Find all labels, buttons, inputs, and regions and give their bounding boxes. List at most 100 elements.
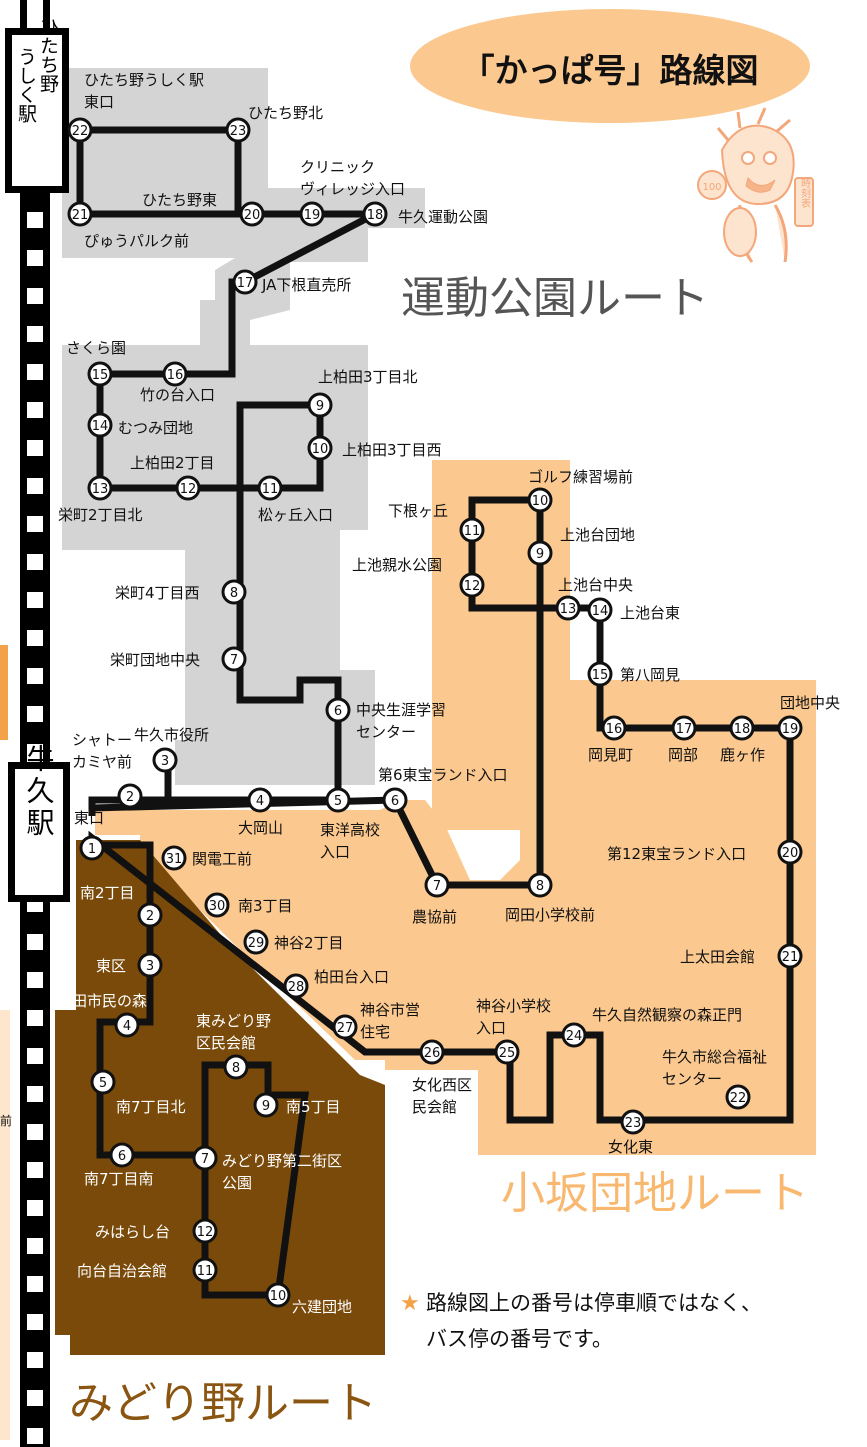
hitachino-station[interactable]: ひたち野 うしく駅	[5, 17, 69, 193]
bus-stop-marker[interactable]	[161, 845, 187, 871]
bus-stop-marker[interactable]	[114, 1012, 140, 1038]
bus-stop-marker[interactable]	[247, 787, 273, 813]
bus-stop-marker[interactable]	[109, 1142, 135, 1168]
bus-stop-marker[interactable]	[223, 1054, 249, 1080]
bus-stop-marker[interactable]	[175, 475, 201, 501]
bus-stop-marker[interactable]	[204, 892, 230, 918]
bus-stop-marker[interactable]	[777, 715, 803, 741]
bus-stop-marker[interactable]	[162, 361, 188, 387]
bus-stop-marker[interactable]	[192, 1257, 218, 1283]
bus-stop-marker[interactable]	[555, 595, 581, 621]
bus-stop-marker[interactable]	[137, 902, 163, 928]
bus-stop-marker[interactable]	[527, 540, 553, 566]
bus-stop-marker[interactable]	[459, 572, 485, 598]
bus-stop-marker[interactable]	[424, 872, 450, 898]
bus-stop-marker[interactable]	[325, 697, 351, 723]
bus-stop-marker[interactable]	[221, 579, 247, 605]
bus-stop-marker[interactable]	[671, 715, 697, 741]
bus-stop-marker[interactable]	[87, 361, 113, 387]
bus-stop-marker[interactable]	[382, 787, 408, 813]
bus-stop-marker[interactable]	[777, 839, 803, 865]
bus-stop-marker[interactable]	[152, 747, 178, 773]
bus-stop-marker[interactable]	[527, 487, 553, 513]
bus-stop-marker[interactable]	[232, 269, 258, 295]
bus-stop-marker[interactable]	[239, 201, 265, 227]
bus-stop-marker[interactable]	[137, 952, 163, 978]
bus-stop-marker[interactable]	[117, 783, 143, 809]
bus-stop-marker[interactable]	[79, 835, 105, 861]
bus-stop-marker[interactable]	[459, 517, 485, 543]
bus-stop-marker[interactable]	[601, 715, 627, 741]
bus-stop-marker[interactable]	[265, 1282, 291, 1308]
bus-stop-marker[interactable]	[332, 1014, 358, 1040]
bus-stop-marker[interactable]	[192, 1218, 218, 1244]
bus-stop-marker[interactable]	[729, 715, 755, 741]
bus-stop-marker[interactable]	[87, 475, 113, 501]
bus-stop-marker[interactable]	[777, 943, 803, 969]
bus-stop-marker[interactable]	[527, 872, 553, 898]
bus-stop-marker[interactable]	[419, 1039, 445, 1065]
bus-stop-marker[interactable]	[620, 1109, 646, 1135]
bus-stop-marker[interactable]	[67, 117, 93, 143]
bus-stop-marker[interactable]	[587, 597, 613, 623]
bus-stop-marker[interactable]	[243, 929, 269, 955]
bus-stop-marker[interactable]	[87, 412, 113, 438]
bus-stop-marker[interactable]	[725, 1084, 751, 1110]
bus-stop-marker[interactable]	[299, 201, 325, 227]
bus-stop-marker[interactable]	[225, 117, 251, 143]
bus-stop-marker[interactable]	[221, 646, 247, 672]
bus-stop-marker[interactable]	[192, 1145, 218, 1171]
bus-stop-marker[interactable]	[362, 201, 388, 227]
bus-stop-marker[interactable]	[307, 392, 333, 418]
